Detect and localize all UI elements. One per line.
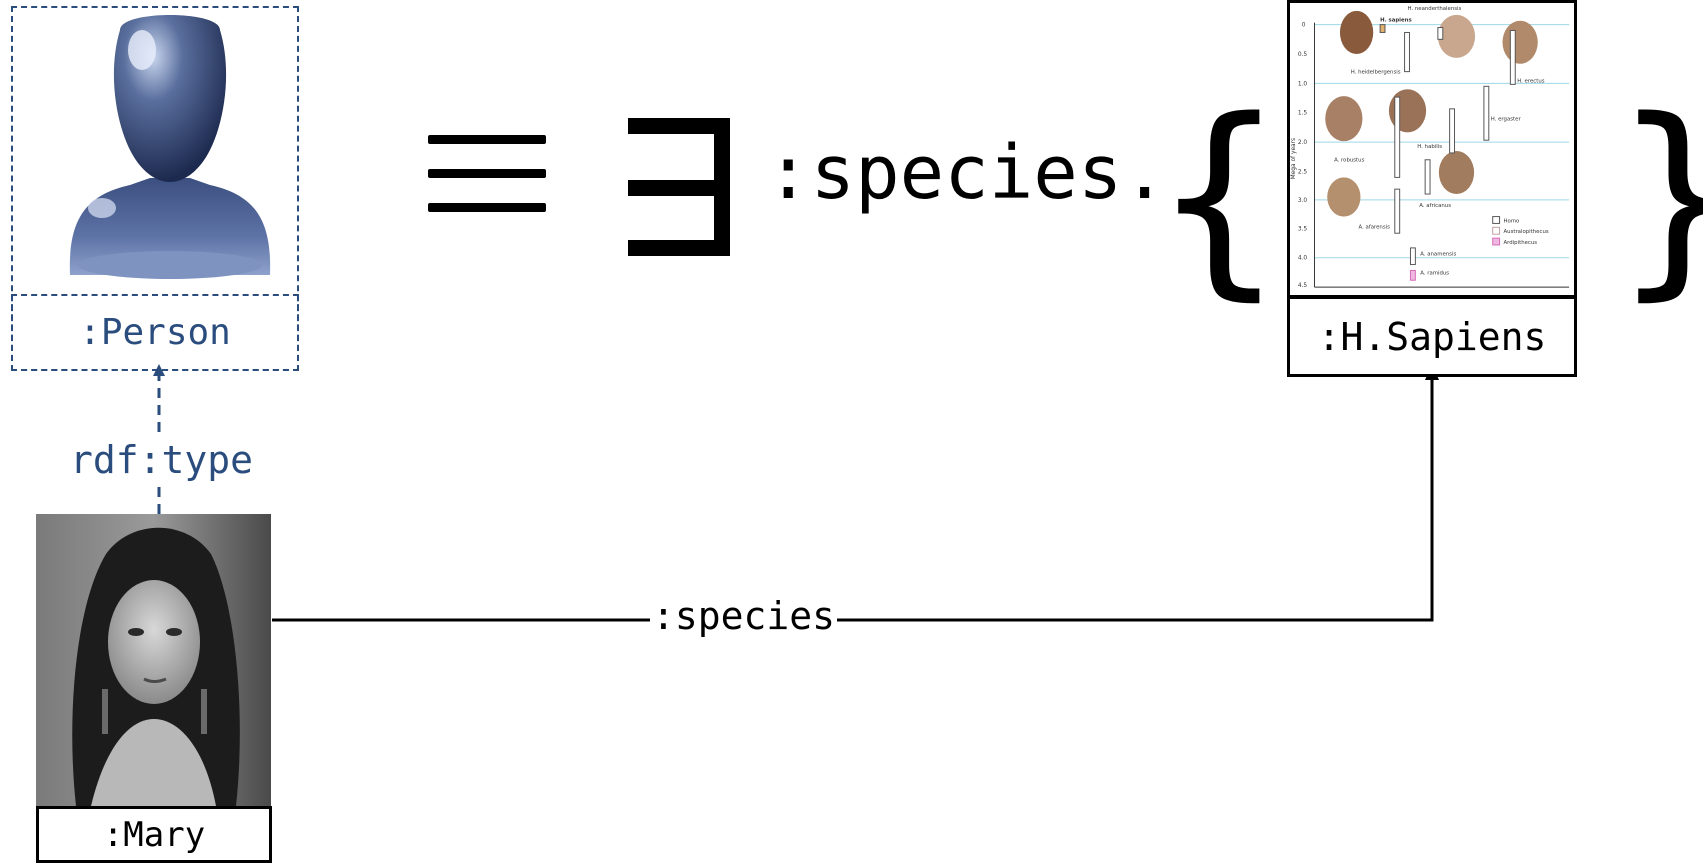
y-tick-0: 0 xyxy=(1302,23,1306,29)
hominin-timeline-chart[interactable]: 0 0.5 1.0 1.5 2.0 2.5 3.0 3.5 4.0 4.5 Me… xyxy=(1287,0,1577,298)
species-label-robustus: A. robustus xyxy=(1334,158,1365,164)
y-tick-20: 2.0 xyxy=(1298,140,1308,146)
legend-homo: Homo xyxy=(1503,218,1519,224)
y-tick-15: 1.5 xyxy=(1298,111,1308,117)
species-label-afarensis: A. afarensis xyxy=(1359,224,1391,230)
chart-ylabel: Mega of years xyxy=(1291,138,1297,179)
species-label-sapiens: H. sapiens xyxy=(1380,18,1412,24)
mary-instance-label: :Mary xyxy=(36,806,272,863)
chart-legend: Homo Australopithecus Ardipithecus xyxy=(1492,216,1549,246)
exists-symbol xyxy=(628,118,733,258)
legend-australopithecus: Australopithecus xyxy=(1503,229,1548,235)
y-tick-35: 3.5 xyxy=(1298,226,1308,232)
species-property-text: :species. xyxy=(766,130,1167,216)
species-edge-label: :species xyxy=(650,594,838,638)
species-range-bars xyxy=(1379,24,1516,281)
h-sapiens-instance-label: :H.Sapiens xyxy=(1287,296,1577,377)
brace-open: { xyxy=(1152,74,1286,319)
chart-gridlines xyxy=(1314,24,1570,259)
y-tick-10: 1.0 xyxy=(1298,81,1308,87)
species-label-africanus: A. africanus xyxy=(1419,203,1451,209)
brace-close: } xyxy=(1612,92,1703,302)
y-tick-05: 0.5 xyxy=(1298,52,1308,58)
y-tick-40: 4.0 xyxy=(1298,256,1308,262)
hominin-heads xyxy=(1325,10,1538,217)
species-label-ramidus: A. ramidus xyxy=(1420,270,1449,276)
y-tick-45: 4.5 xyxy=(1298,283,1308,289)
species-label-ergaster: H. ergaster xyxy=(1491,117,1522,123)
y-tick-25: 2.5 xyxy=(1298,169,1308,175)
species-label-anamensis: A. anamensis xyxy=(1420,252,1456,258)
legend-ardipithecus: Ardipithecus xyxy=(1503,240,1537,246)
species-label-neanderthalensis: H. neanderthalensis xyxy=(1408,6,1462,12)
species-edge xyxy=(272,364,1439,622)
species-label-heidelbergensis: H. heidelbergensis xyxy=(1351,70,1401,76)
mary-portrait-photo[interactable] xyxy=(36,514,271,806)
species-label-erectus: H. erectus xyxy=(1517,78,1545,84)
y-tick-30: 3.0 xyxy=(1298,198,1308,204)
rdf-type-edge-label: rdf:type xyxy=(70,438,254,482)
equivalence-symbol xyxy=(428,128,548,218)
species-label-habilis: H. habilis xyxy=(1417,144,1442,150)
person-class-label: :Person xyxy=(11,294,299,371)
person-silhouette-icon xyxy=(69,15,271,279)
